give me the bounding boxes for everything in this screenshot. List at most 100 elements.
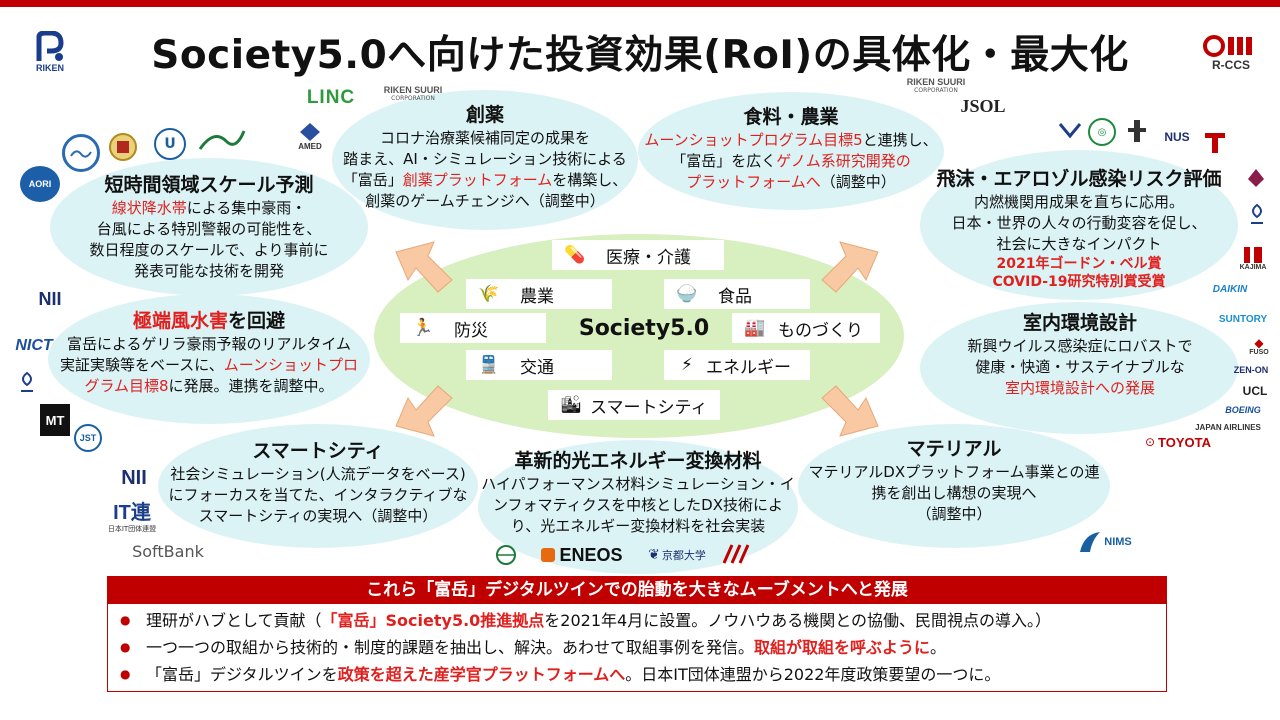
wheat-icon: 🌾 [478,284,500,304]
university-emblem-icon-right [1251,203,1263,224]
jal-logo: JAPAN AIRLINES [1180,420,1276,434]
material-line-2: 携を創出し構想の実現へ [871,484,1037,502]
summary-bullets: ● 理研がハブとして貢献（「富岳」Society5.0推進拠点を2021年4月に… [107,604,1167,692]
partner-seal-6: ◎ [1088,118,1116,146]
food-line-2a: 「富岳」を広く [671,152,777,170]
tile-disaster-label: 防災 [454,320,488,341]
jsol-text: JSOL [960,95,1006,116]
bullet-2b: 取組が取組を呼ぶように [754,638,931,657]
tile-manufacturing: 🏭ものづくり [732,313,880,343]
tower-emblem-icon [1128,120,1146,142]
light-line-2: ンフォマティクスを中核としたDX技術によ [492,496,784,514]
bubble-extreme-weather [48,294,370,424]
riken-suuri-text-right: RIKEN SUURI [906,76,966,87]
kajima-text: KAJIMA [1239,263,1267,271]
nims-logo: NIMS [1074,526,1136,558]
linc-logo: LINC [296,86,366,110]
weather-line-2a: 実証実験等をベースに、 [59,356,224,374]
bullet-3: ● 「富岳」デジタルツインを政策を超えた産学官プラットフォームへ。日本IT団体連… [120,661,1166,688]
nict-logo: NICT [6,334,62,358]
transport-icon: 🚆 [478,355,500,375]
osaka-univ-logo-right [1244,200,1270,230]
toyota-emblem-icon: ⊙ [1144,435,1156,449]
tile-disaster: 🏃 防災 [400,313,546,343]
toyota-text: TOYOTA [1158,434,1212,450]
riken-suuri-logo-left: RIKEN SUURI CORPORATION [370,80,456,106]
power-plant-icon: ⚡ [681,355,693,375]
short-line-4: 発表可能な技術を開発 [133,262,284,280]
light-text: 革新的光エネルギー変換材料 ハイパフォーマンス材料シミュレーション・イ ンフォマ… [480,448,796,537]
jst-text: JST [79,433,97,443]
indoor-heading: 室内環境設計 [1022,312,1137,334]
arrow-down-right-icon [821,385,879,437]
softbank-logo: SoftBank [116,540,220,562]
ucl-logo: UCL [1236,382,1274,400]
kyoto-emblem-icon: ❦ [648,547,660,563]
rccs-logo: R-CCS [1200,30,1262,76]
food-heading: 食料・農業 [743,106,839,128]
jal-text: JAPAN AIRLINES [1195,422,1261,432]
food-line-2b: ゲノム系研究開発の [776,152,911,170]
amed-emblem-icon [300,122,320,141]
rice-bowl-icon: 🍚 [676,284,698,304]
partner-seal-10 [492,542,520,568]
kyushu-emblem-icon [1248,169,1264,187]
nii-text-top: NII [38,288,62,309]
food-line-1: ムーンショットプログラム目標5と連携し、 [644,130,938,151]
zenon-logo: ZEN-ON [1226,362,1276,378]
food-line-3b: （調整中） [820,173,896,191]
circle-emblem-icon: U [164,136,176,152]
tile-manufacturing-label: ものづくり [778,320,863,341]
fuso-emblem-icon: ◆ [1254,335,1264,350]
osaka-univ-logo-left [14,368,40,398]
food-line-3a: プラットフォームへ [686,173,821,191]
light-heading: 革新的光エネルギー変換材料 [514,450,762,472]
partner-seal-8 [1202,128,1228,158]
partner-seal-9 [1242,164,1270,192]
bullet-dot-icon: ● [120,667,131,681]
society-label: Society5.0 [578,316,710,341]
nus-logo: NUS [1160,120,1194,154]
aerosol-line-1: 内燃機関用成果を直ちに応用。 [973,193,1184,211]
short-line-1: 線状降水帯による集中豪雨・ [60,198,358,219]
food-line-1b: と連携し、 [862,131,938,149]
drug-line-2: 踏まえ、AI・シミュレーション技術による [343,150,627,168]
daikin-text: DAIKIN [1212,283,1248,295]
ucl-text: UCL [1242,384,1268,398]
tile-transport: 🚆交通 [466,350,612,380]
light-line-3: り、光エネルギー変換材料を社会実装 [510,517,766,535]
bullet-3a: 「富岳」デジタルツインを [146,665,338,684]
indoor-line-3: 室内環境設計への発展 [1004,379,1155,397]
suntory-text: SUNTORY [1218,313,1268,325]
bubble-short-range-forecast [50,158,368,296]
page-title: Society5.0へ向けた投資効果(RoI)の具体化・最大化 [151,33,1129,78]
bullet-1b: 「富岳」Society5.0推進拠点 [321,611,545,630]
itren-subtext: 日本IT団体連盟 [107,525,157,533]
bubble-food-agriculture [638,92,944,210]
aerosol-line-2: 日本・世界の人々の行動変容を促し、 [951,214,1207,232]
arrow-up-right-icon [821,241,879,293]
food-line-1a: ムーンショットプログラム目標5 [644,131,863,149]
short-line-1a: 線状降水帯 [111,199,187,217]
short-line-3: 数日程度のスケールで、より事前に [89,241,329,259]
smart-heading: スマートシティ [252,440,384,462]
partner-seal-7 [1122,116,1152,146]
material-heading: マテリアル [906,438,1002,460]
weather-line-2: 実証実験等をベースに、ムーンショットプロ [54,355,364,376]
food-text: 食料・農業 ムーンショットプログラム目標5と連携し、 「富岳」を広くゲノム系研究… [644,104,938,193]
indoor-line-2: 健康・快適・サステイナブルな [975,358,1185,376]
fuso-text: FUSO [1249,348,1269,356]
food-line-3: プラットフォームへ（調整中） [644,172,938,193]
emergency-exit-icon: 🏃 [412,318,434,338]
tile-agriculture: 🌾農業 [466,279,612,309]
partner-seal-1 [62,134,100,172]
material-line-3: （調整中） [916,505,992,523]
suntory-logo: SUNTORY [1212,310,1274,328]
top-accent-bar [0,0,1280,7]
weather-heading-b: を回避 [228,310,286,332]
bullet-3c: 。日本IT団体連盟から2022年度政策要望の一つに。 [625,665,1001,684]
partner-seal-5 [1056,116,1084,146]
mt-logo: MT [40,404,70,436]
ring-emblem-icon: ◎ [1097,126,1107,138]
boeing-text: BOEING [1225,405,1261,415]
